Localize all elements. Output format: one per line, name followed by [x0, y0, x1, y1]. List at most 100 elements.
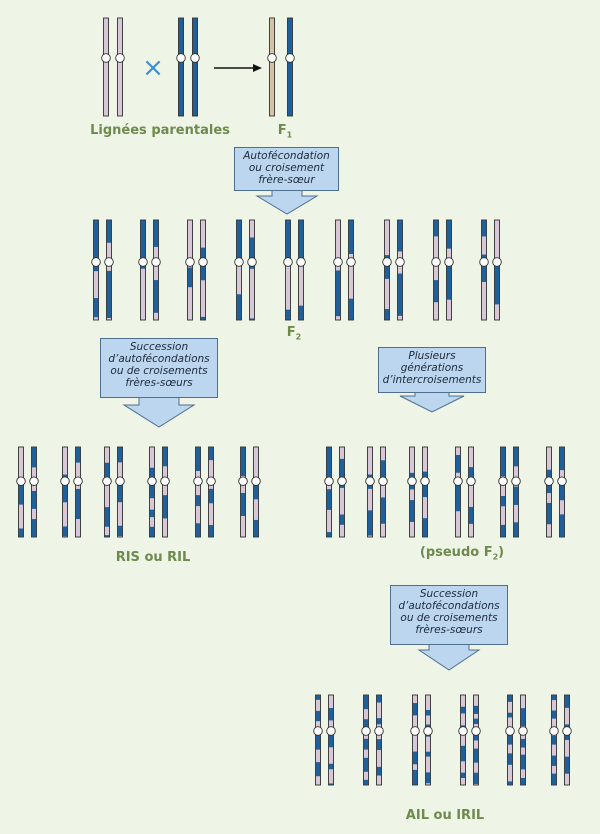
chromosome-segment	[200, 316, 206, 320]
centromere	[492, 257, 502, 267]
chromosome-segment	[195, 495, 201, 507]
centromere	[453, 476, 463, 486]
centromere	[285, 53, 295, 63]
label-ris-ril: RIS ou RIL	[115, 550, 191, 565]
centromere	[458, 726, 468, 736]
chromosome-outline	[200, 219, 206, 321]
chromosome-segment	[376, 766, 382, 776]
chromosome-segment	[106, 270, 112, 318]
chromosome-segment	[507, 781, 513, 785]
chromosome-outline	[559, 446, 565, 538]
chromosome-segment	[507, 712, 513, 718]
chromosome-segment	[513, 447, 519, 467]
chromosome-segment	[62, 474, 68, 503]
centromere	[73, 476, 83, 486]
centromere	[206, 476, 216, 486]
chromosome-segment	[409, 500, 415, 522]
chromosome-segment	[384, 309, 390, 320]
centromere	[562, 726, 572, 736]
centromere	[160, 476, 170, 486]
chromosome-segment	[18, 528, 24, 537]
chromosome-segment	[315, 695, 321, 700]
chromosome-segment	[208, 447, 214, 461]
centromere	[479, 257, 489, 267]
centromere	[361, 726, 371, 736]
chromosome-segment	[162, 495, 168, 519]
chromosome-segment	[117, 477, 123, 503]
arrow-to-pseudo-f2	[399, 391, 465, 413]
chromosome-segment	[363, 719, 369, 732]
chromosome-segment	[481, 220, 487, 237]
chromosome-segment	[253, 478, 259, 500]
chromosome-segment	[363, 779, 369, 785]
chromosome-outline	[18, 446, 24, 538]
chromosome-outline	[93, 219, 99, 321]
chromosome-outline	[380, 446, 386, 538]
chromosome-outline	[460, 694, 466, 786]
centromere	[518, 726, 528, 736]
centromere	[147, 476, 157, 486]
chromosome-segment	[422, 518, 428, 537]
centromere	[423, 726, 433, 736]
chromosome-outline	[507, 694, 513, 786]
chromosome-segment	[559, 482, 565, 501]
chromosome-segment	[425, 751, 431, 757]
chromosome-segment	[507, 695, 513, 702]
chromosome-segment	[397, 220, 403, 252]
label-f1: F1	[277, 123, 293, 140]
chromosome-segment	[117, 447, 123, 463]
centromere	[557, 476, 567, 486]
chromosome-segment	[412, 751, 418, 765]
chromosome-segment	[326, 447, 332, 479]
centromere	[176, 53, 186, 63]
chromosome-segment	[249, 237, 255, 269]
chromosome	[287, 17, 293, 117]
chromosome-segment	[380, 460, 386, 484]
box-succession-right: Succession d’autofécondations ou de croi…	[390, 585, 508, 645]
chromosome-segment	[520, 754, 526, 770]
chromosome-segment	[520, 777, 526, 785]
chromosome-segment	[397, 273, 403, 316]
chromosome-segment	[559, 514, 565, 537]
chromosome-segment	[551, 735, 557, 745]
centromere	[238, 476, 248, 486]
chromosome-segment	[328, 708, 334, 721]
chromosome	[269, 17, 275, 117]
chromosome-outline	[117, 17, 123, 117]
chromosome-outline	[520, 694, 526, 786]
chromosome-segment	[363, 738, 369, 750]
chromosome-segment	[298, 305, 304, 320]
chromosome-outline	[481, 219, 487, 321]
chromosome-outline	[253, 446, 259, 538]
chromosome-segment	[551, 710, 557, 719]
label-parental-lines: Lignées parentales	[90, 123, 230, 138]
chromosome-segment	[468, 506, 474, 524]
centromere	[326, 726, 336, 736]
centromere	[190, 53, 200, 63]
centromere	[313, 726, 323, 736]
chromosome-segment	[551, 755, 557, 766]
chromosome-segment	[433, 220, 439, 237]
centromere	[407, 476, 417, 486]
chromosome-outline	[473, 694, 479, 786]
chromosome-segment	[455, 454, 461, 473]
box-plusieurs-generations: Plusieurs générations d’intercroisements	[378, 347, 486, 393]
chromosome-segment	[507, 753, 513, 765]
centromere	[420, 476, 430, 486]
arrow-to-ail	[417, 643, 481, 671]
chromosome-segment	[564, 695, 570, 708]
chromosome-outline	[335, 219, 341, 321]
chromosome-segment	[62, 526, 68, 537]
centromere	[101, 53, 111, 63]
chromosome-segment	[384, 255, 390, 279]
chromosome-outline	[397, 219, 403, 321]
chromosome-segment	[315, 762, 321, 777]
chromosome-outline	[287, 17, 293, 117]
chromosome-outline	[422, 446, 428, 538]
chromosome-segment	[446, 220, 452, 249]
centromere	[365, 476, 375, 486]
chromosome-segment	[328, 763, 334, 770]
chromosome-segment	[500, 524, 506, 537]
centromere	[138, 257, 148, 267]
